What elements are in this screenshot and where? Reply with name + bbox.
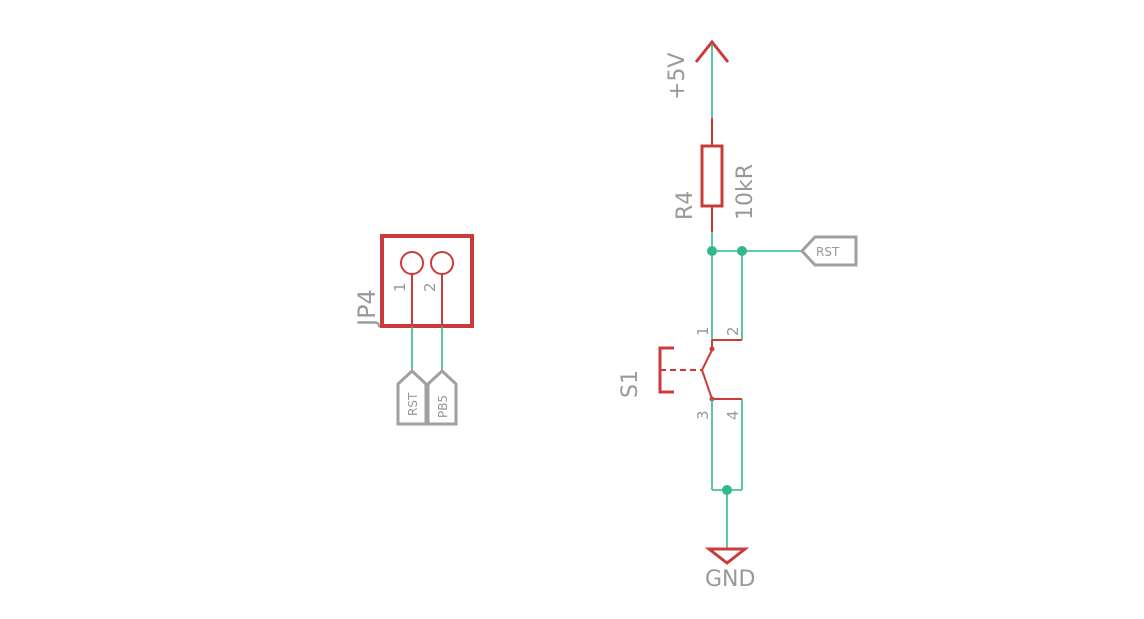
ground-symbol[interactable]: GND [704, 547, 755, 592]
switch-s1[interactable]: S1 1 2 3 4 [618, 326, 742, 420]
connector-pin-2-pad [430, 251, 454, 275]
rst-flag-frame [799, 235, 858, 267]
switch-blade-upper [701, 349, 713, 371]
net-label-pb5-frame [426, 368, 458, 426]
net-label-rst-text: RST [406, 392, 420, 416]
net-label-rst-vertical[interactable]: RST [396, 368, 428, 426]
resistor-value: 10kR [733, 164, 758, 220]
connector-ref: JP4 [353, 289, 381, 328]
switch-pin-3-number: 3 [694, 410, 712, 420]
connector-pin-1-number: 1 [391, 282, 409, 292]
net-label-rst-horizontal[interactable]: RST [799, 235, 858, 267]
junction-gnd [722, 485, 732, 495]
resistor-ref: R4 [673, 191, 698, 220]
switch-blade-lower [701, 369, 713, 400]
rst-flag-text: RST [816, 245, 840, 259]
connector-jp4[interactable]: JP4 1 2 [353, 234, 474, 328]
net-label-pb5-text: PB5 [436, 395, 450, 418]
switch-pin-1-number: 1 [694, 326, 712, 336]
connector-body [380, 234, 474, 328]
connector-pin-1-pad [400, 251, 424, 275]
switch-ref: S1 [618, 370, 643, 398]
switch-pin-4-number: 4 [724, 410, 742, 420]
junction-s1-pin2 [737, 246, 747, 256]
switch-pin-2-number: 2 [724, 326, 742, 336]
supply-label: +5V [665, 53, 690, 100]
ground-label: GND [705, 567, 755, 592]
connector-pin-2-number: 2 [421, 282, 439, 292]
switch-actuator-bracket [658, 346, 674, 394]
switch-contact-top [709, 346, 715, 352]
supply-5v[interactable]: +5V [665, 39, 730, 100]
resistor-r4[interactable]: R4 10kR [673, 118, 758, 232]
net-label-pb5[interactable]: PB5 [426, 368, 458, 426]
resistor-body [700, 144, 724, 208]
junction-r4 [707, 246, 717, 256]
ground-triangle [704, 547, 750, 565]
net-label-rst-frame [396, 368, 428, 426]
